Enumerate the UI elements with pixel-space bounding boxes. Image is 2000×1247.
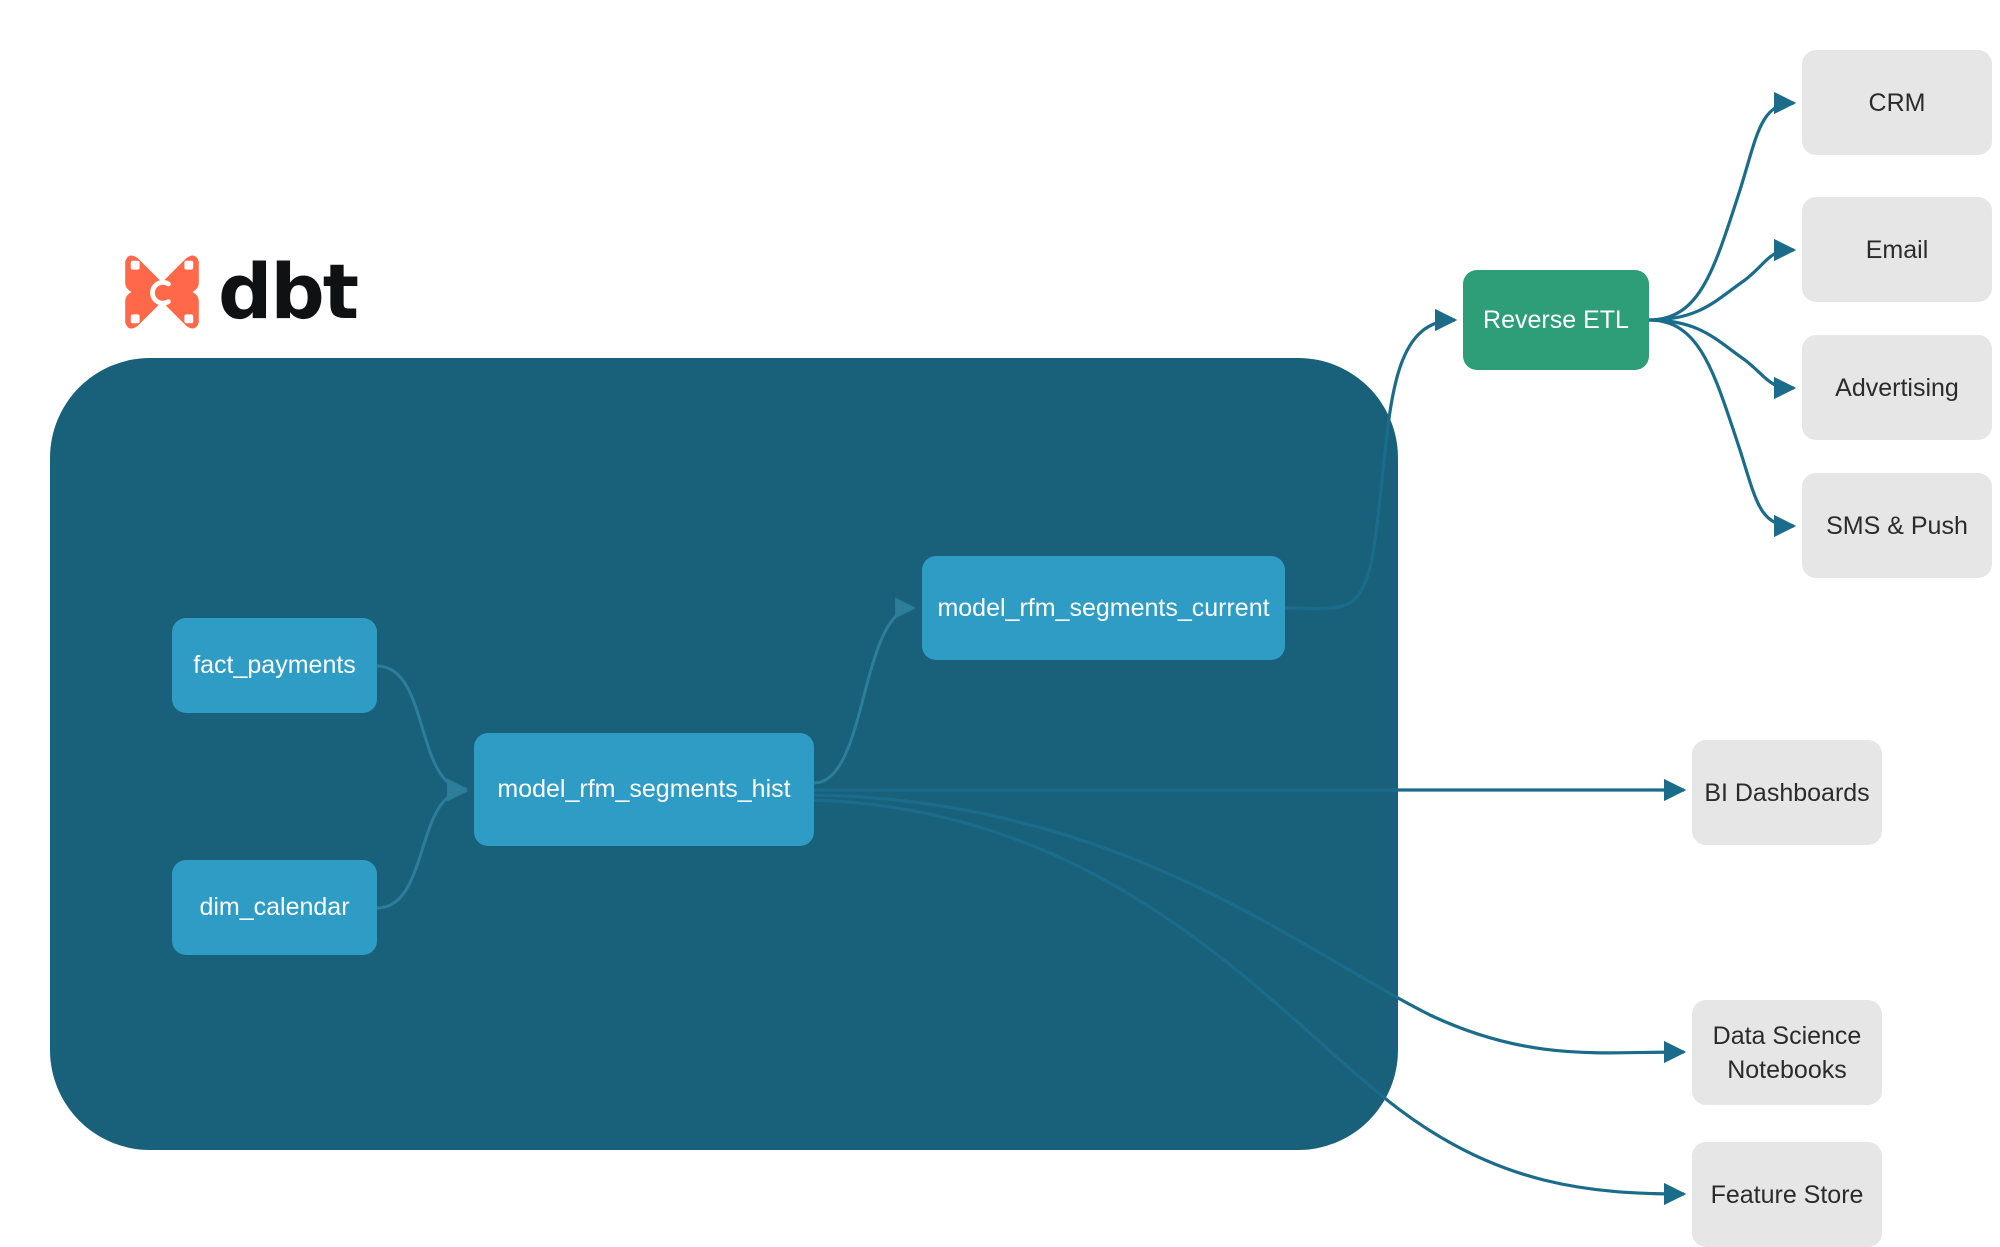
node-sms-push[interactable]: SMS & Push: [1802, 473, 1992, 578]
edge-reverse-etl-to-advertising: [1648, 318, 1797, 400]
node-dim-calendar-label: dim_calendar: [199, 893, 350, 921]
node-feature-store[interactable]: Feature Store: [1692, 1142, 1882, 1247]
node-advertising-label: Advertising: [1835, 373, 1959, 402]
node-crm-label: CRM: [1868, 88, 1926, 117]
node-bi-dashboards-label: BI Dashboards: [1704, 778, 1870, 807]
node-reverse-etl[interactable]: Reverse ETL: [1463, 270, 1649, 370]
dbt-logo-icon: [125, 255, 199, 329]
node-feature-store-label: Feature Store: [1710, 1180, 1864, 1209]
node-email-label: Email: [1865, 235, 1929, 264]
node-model-rfm-segments-hist[interactable]: model_rfm_segments_hist: [474, 733, 814, 846]
node-model-rfm-segments-current[interactable]: model_rfm_segments_current: [922, 556, 1285, 660]
node-model-rfm-segments-current-label: model_rfm_segments_current: [937, 593, 1270, 622]
node-fact-payments[interactable]: fact_payments: [172, 618, 377, 713]
node-bi-dashboards[interactable]: BI Dashboards: [1692, 740, 1882, 845]
node-advertising[interactable]: Advertising: [1802, 335, 1992, 440]
node-dim-calendar[interactable]: dim_calendar: [172, 860, 377, 955]
node-crm[interactable]: CRM: [1802, 50, 1992, 155]
node-fact-payments-label: fact_payments: [193, 651, 356, 679]
node-sms-push-label: SMS & Push: [1826, 511, 1968, 540]
edge-reverse-etl-to-email: [1648, 238, 1797, 322]
node-data-science-notebooks-label: Data Science Notebooks: [1712, 1021, 1862, 1084]
edge-reverse-etl-to-sms-push: [1648, 318, 1797, 538]
node-email[interactable]: Email: [1802, 197, 1992, 302]
dbt-wordmark: dbt: [218, 247, 359, 336]
node-model-rfm-segments-hist-label: model_rfm_segments_hist: [497, 775, 791, 803]
edge-reverse-etl-to-crm: [1648, 91, 1797, 322]
node-data-science-notebooks[interactable]: Data Science Notebooks: [1692, 1000, 1882, 1105]
dbt-brand-lockup: dbt: [122, 247, 359, 336]
node-reverse-etl-label: Reverse ETL: [1483, 305, 1629, 334]
